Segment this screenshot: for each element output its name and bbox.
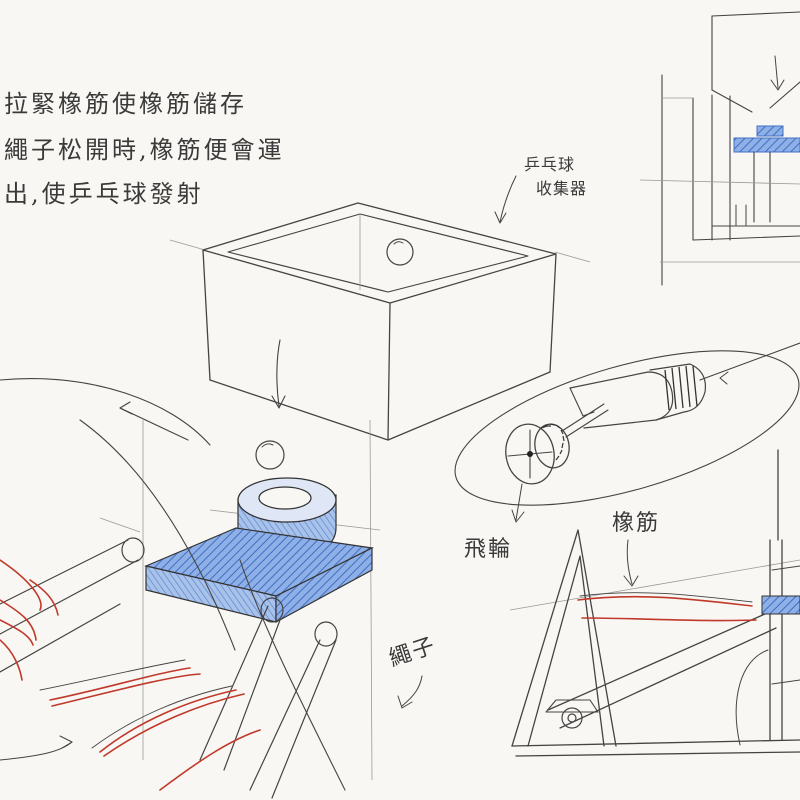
rubber-band-label: 橡筋	[612, 511, 660, 536]
rope-label: 繩子	[386, 633, 439, 708]
side-section-view	[640, 12, 800, 285]
collector-label-line-1: 乒乓球	[524, 155, 575, 174]
catapult-frame-view: 橡筋	[510, 450, 800, 756]
feed-arrow	[272, 340, 285, 408]
ball-in-collector	[387, 239, 413, 265]
collector-label: 乒乓球 收集器	[495, 155, 587, 223]
ball-on-launcher	[256, 441, 284, 469]
note-line-1: 拉緊橡筋使橡筋儲存	[4, 90, 247, 118]
collector-label-line-2: 收集器	[536, 179, 587, 198]
explanation-note: 拉緊橡筋使橡筋儲存 繩子松開時,橡筋便會運 出,使乒乓球發射	[4, 90, 285, 208]
note-line-3: 出,使乒乓球發射	[4, 180, 204, 208]
launcher-assembly	[0, 379, 380, 798]
rope-label-text: 繩子	[386, 633, 439, 672]
flywheel-label: 飛輪	[464, 537, 512, 562]
ball-collector-box	[170, 203, 590, 440]
note-line-2: 繩子松開時,橡筋便會運	[4, 136, 285, 164]
